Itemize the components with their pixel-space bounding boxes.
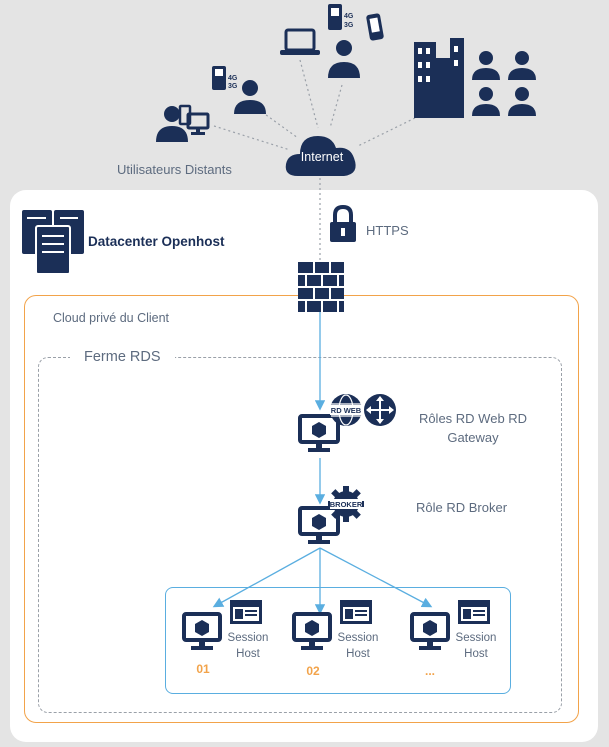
server-rack-icon	[22, 210, 84, 275]
session-host-1-icon	[182, 600, 262, 650]
session-host-1-label: Session Host	[227, 632, 269, 660]
rds-farm-label: Ferme RDS	[70, 349, 175, 365]
svg-text:4G: 4G	[344, 13, 354, 20]
svg-text:RD WEB: RD WEB	[331, 406, 362, 415]
remote-users-label: Utilisateurs Distants	[117, 162, 232, 177]
internet-cloud-icon	[285, 136, 356, 176]
session-host-3-number: ...	[424, 664, 435, 678]
padlock-icon	[330, 204, 356, 242]
rd-gateway-server-icon: RD WEB	[298, 394, 396, 452]
internet-label: Internet	[300, 150, 344, 164]
session-host-3-label: Session Host	[455, 632, 497, 660]
enterprise-users-icon	[414, 38, 536, 118]
laptop-icon	[280, 28, 320, 55]
https-label: HTTPS	[366, 223, 409, 238]
svg-text:4G: 4G	[228, 75, 238, 82]
session-host-1-number: 01	[196, 662, 210, 676]
datacenter-title: Datacenter Openhost	[88, 234, 225, 249]
session-host-2-label: Session Host	[337, 632, 379, 660]
svg-text:3G: 3G	[344, 22, 354, 29]
session-host-2-number: 02	[306, 664, 320, 678]
session-host-3-icon	[410, 600, 490, 650]
svg-text:3G: 3G	[228, 83, 238, 90]
private-cloud-label: Cloud privé du Client	[53, 311, 170, 325]
rds-farm-frame	[38, 357, 562, 713]
mobile-user-icon: 4G 3G	[212, 66, 266, 114]
gateway-role-label: Rôles RD Web RD Gateway	[418, 411, 528, 445]
smartphone-user-icon: 4G 3G	[328, 4, 384, 78]
svg-text:BROKER: BROKER	[330, 500, 363, 509]
broker-role-label: Rôle RD Broker	[416, 500, 508, 515]
rd-broker-server-icon: BROKER	[298, 486, 364, 544]
desktop-user-icon	[156, 104, 210, 142]
firewall-icon	[298, 262, 344, 312]
session-host-2-icon	[292, 600, 372, 650]
